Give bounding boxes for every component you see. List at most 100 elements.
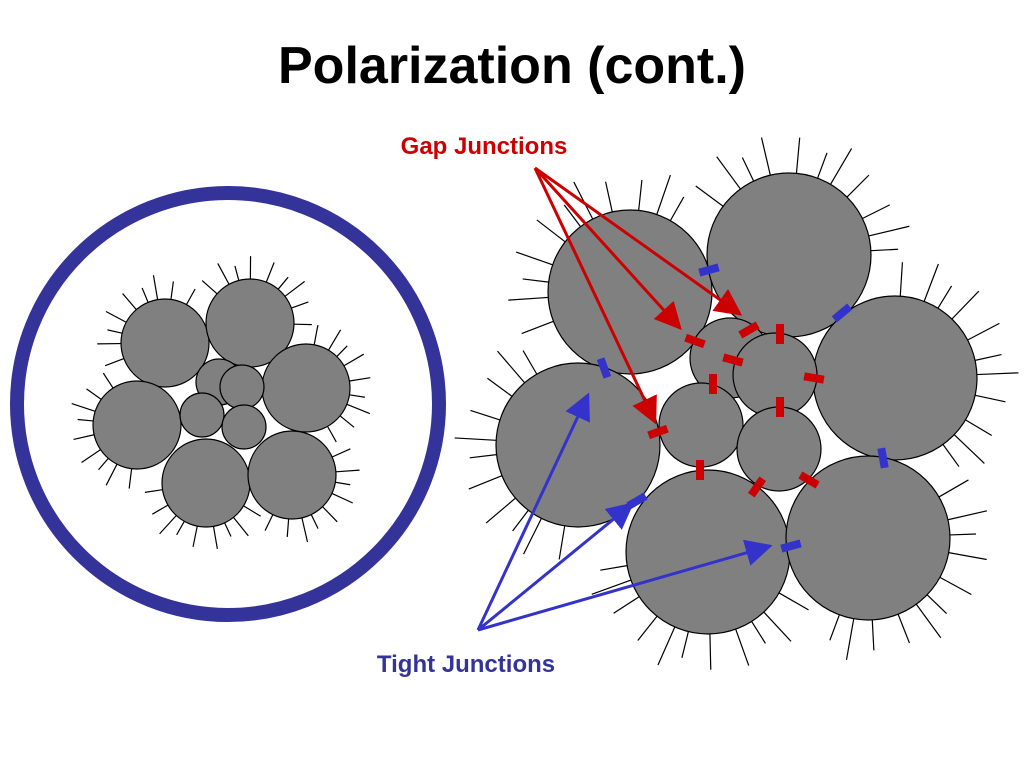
tight-junction-marker bbox=[780, 539, 802, 553]
tight-junction-marker bbox=[596, 357, 612, 379]
cilium bbox=[953, 434, 985, 464]
exposed-cell-cluster bbox=[454, 137, 1019, 670]
cilium bbox=[947, 510, 988, 521]
right-cilia bbox=[454, 137, 1019, 670]
left-cell bbox=[92, 380, 182, 470]
cilium bbox=[192, 526, 198, 547]
gap-arrow-3 bbox=[534, 166, 743, 316]
cilium bbox=[763, 611, 792, 642]
left-cell bbox=[221, 404, 267, 450]
gap-junction-marker bbox=[684, 333, 706, 349]
cilium bbox=[508, 296, 549, 301]
cilium bbox=[937, 285, 953, 309]
cilium bbox=[870, 248, 899, 252]
cilium bbox=[846, 174, 870, 198]
gap-junction-marker bbox=[722, 353, 744, 367]
cilium bbox=[212, 526, 218, 550]
enclosing-membrane-ring bbox=[10, 186, 446, 622]
slide-title: Polarization (cont.) bbox=[278, 37, 746, 95]
cilium bbox=[760, 137, 771, 176]
enclosed-cell-cluster bbox=[10, 186, 446, 622]
cilium bbox=[291, 301, 309, 309]
cilium bbox=[224, 522, 232, 537]
cilium bbox=[563, 204, 582, 227]
cilium bbox=[521, 320, 554, 335]
cilium bbox=[331, 492, 353, 504]
cilium bbox=[965, 419, 993, 437]
cilium bbox=[522, 278, 549, 283]
cilium bbox=[331, 448, 351, 458]
cilium bbox=[778, 592, 809, 611]
gap-arrow-1 bbox=[533, 167, 657, 425]
cilium bbox=[948, 552, 987, 561]
cilium bbox=[286, 518, 290, 537]
cilium bbox=[265, 262, 275, 283]
gap-junctions-label: Gap Junctions bbox=[401, 133, 568, 160]
cilium bbox=[107, 329, 123, 334]
cilium bbox=[159, 515, 177, 535]
cilium bbox=[322, 506, 338, 523]
cilium bbox=[845, 618, 855, 660]
cilium bbox=[185, 288, 196, 305]
cilium bbox=[637, 615, 658, 641]
cilium bbox=[657, 626, 676, 666]
cilium bbox=[591, 579, 632, 595]
cilium bbox=[217, 263, 230, 285]
cilium bbox=[915, 603, 942, 639]
cilium bbox=[716, 156, 741, 190]
cilium bbox=[830, 148, 853, 185]
cilium bbox=[871, 619, 875, 651]
cilium bbox=[77, 418, 94, 422]
cilium bbox=[144, 489, 163, 493]
cilium bbox=[71, 402, 96, 412]
cilium bbox=[469, 454, 497, 459]
cilium bbox=[976, 372, 1019, 376]
cilium bbox=[573, 181, 594, 220]
tight-junctions-label: Tight Junctions bbox=[377, 651, 555, 678]
cilium bbox=[128, 468, 133, 489]
cilium bbox=[862, 204, 891, 220]
cilium bbox=[86, 388, 102, 400]
left-cell bbox=[219, 364, 265, 410]
cilium bbox=[327, 426, 337, 443]
cilium bbox=[669, 196, 685, 221]
cilium bbox=[512, 509, 529, 532]
cilium bbox=[522, 350, 538, 375]
cilium bbox=[709, 633, 712, 670]
cilium bbox=[170, 281, 174, 300]
right-cells bbox=[495, 172, 978, 635]
cilium bbox=[735, 628, 750, 666]
cilium bbox=[974, 353, 1002, 361]
cilium bbox=[939, 576, 972, 596]
cilium bbox=[152, 504, 169, 515]
cilium bbox=[470, 409, 501, 421]
cilium bbox=[751, 621, 766, 644]
cilium bbox=[829, 614, 840, 641]
cilium bbox=[923, 263, 939, 302]
cilium bbox=[201, 280, 218, 295]
cilium bbox=[104, 358, 125, 367]
tight-arrow-2 bbox=[477, 502, 635, 632]
tight-junction-markers bbox=[596, 263, 889, 553]
tight-junction-marker bbox=[877, 447, 889, 469]
cilium bbox=[942, 444, 960, 467]
cilium bbox=[335, 469, 360, 473]
cilium bbox=[176, 520, 185, 536]
cilium bbox=[152, 275, 159, 300]
cilium bbox=[515, 251, 553, 266]
cilium bbox=[497, 350, 526, 384]
gap-junction-markers bbox=[647, 321, 825, 498]
gap-junction-marker bbox=[776, 324, 784, 344]
cilium bbox=[339, 415, 355, 428]
cilium bbox=[102, 372, 114, 389]
tight-arrow-3 bbox=[477, 539, 773, 632]
cilium bbox=[264, 514, 274, 531]
left-cell bbox=[247, 430, 337, 520]
cilium bbox=[897, 614, 911, 644]
gap-junction-marker bbox=[738, 321, 760, 339]
cilium bbox=[327, 329, 342, 351]
cilium bbox=[817, 152, 828, 179]
left-cells bbox=[92, 278, 351, 528]
cilium bbox=[454, 437, 497, 441]
